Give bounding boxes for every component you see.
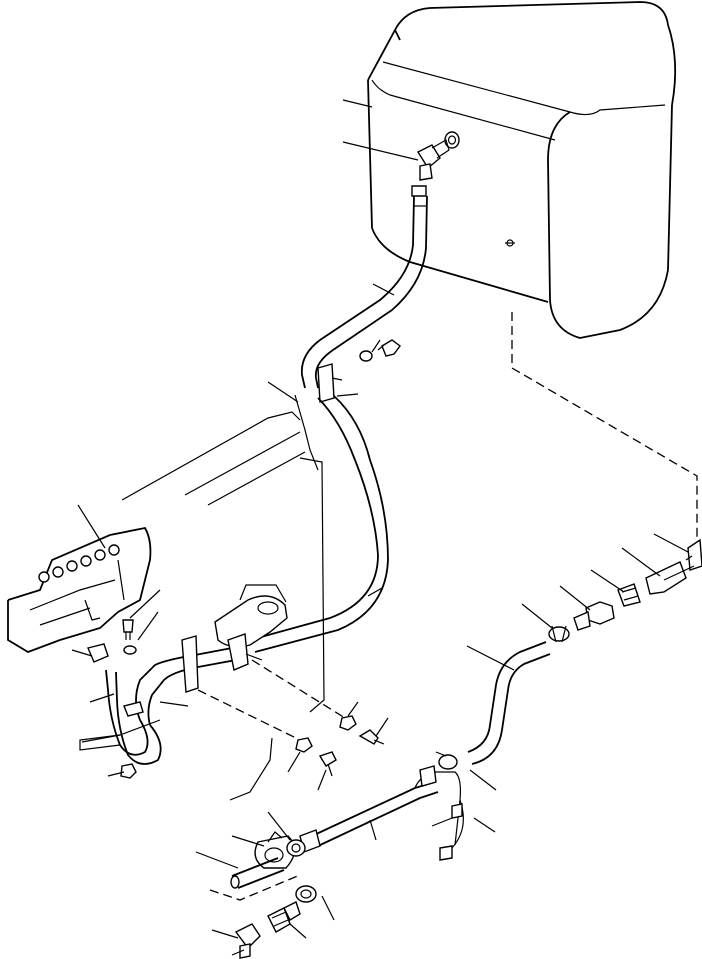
fuel-sensor-wire: [440, 800, 463, 860]
hose-clamp-lower: [287, 840, 305, 856]
tank-to-valve-dashed-line: [512, 312, 697, 540]
fuel-tube: [300, 766, 460, 852]
assembly-line-1: [198, 690, 300, 740]
hose-clamp-small: [124, 702, 143, 716]
elbow-lower: [236, 924, 260, 958]
nut-right: [340, 716, 356, 730]
assembly-line-2: [252, 660, 345, 718]
fuel-tank: [368, 2, 675, 338]
lower-fuel-hose-to-pump: [106, 396, 388, 764]
bolt-and-washer-upper: [360, 340, 400, 361]
hose-clamp-lower-2: [296, 886, 316, 902]
nut-left: [121, 764, 136, 778]
adapter: [618, 584, 640, 606]
banjo-fitting: [88, 644, 108, 662]
bolt-center: [320, 752, 336, 776]
hose-clamp-bracket: [318, 364, 342, 402]
assembly-line-3: [210, 875, 300, 900]
hose-clamp-tube: [439, 755, 457, 769]
grommet: [255, 832, 294, 868]
engine-block-outline: [80, 395, 324, 800]
upper-fuel-hose: [302, 186, 427, 388]
hose-clamp-right: [549, 626, 569, 642]
bolt-pump: [123, 620, 133, 640]
leader-lines: [72, 100, 688, 955]
bracket-filter-head: [182, 585, 287, 692]
drain-valve: [646, 562, 694, 594]
fitting-lower: [268, 902, 300, 932]
elbow-fitting-valve: [686, 540, 702, 570]
washer-pump: [124, 646, 136, 654]
fuel-hose-s: [468, 642, 550, 764]
injection-pump: [8, 528, 150, 652]
connector-fitting: [574, 602, 614, 630]
elbow-fitting-tank: [418, 140, 449, 180]
short-tube: [231, 858, 284, 888]
injection-pump-outlets: [39, 545, 119, 582]
nut-center: [296, 738, 312, 752]
bolt-right: [360, 730, 384, 744]
